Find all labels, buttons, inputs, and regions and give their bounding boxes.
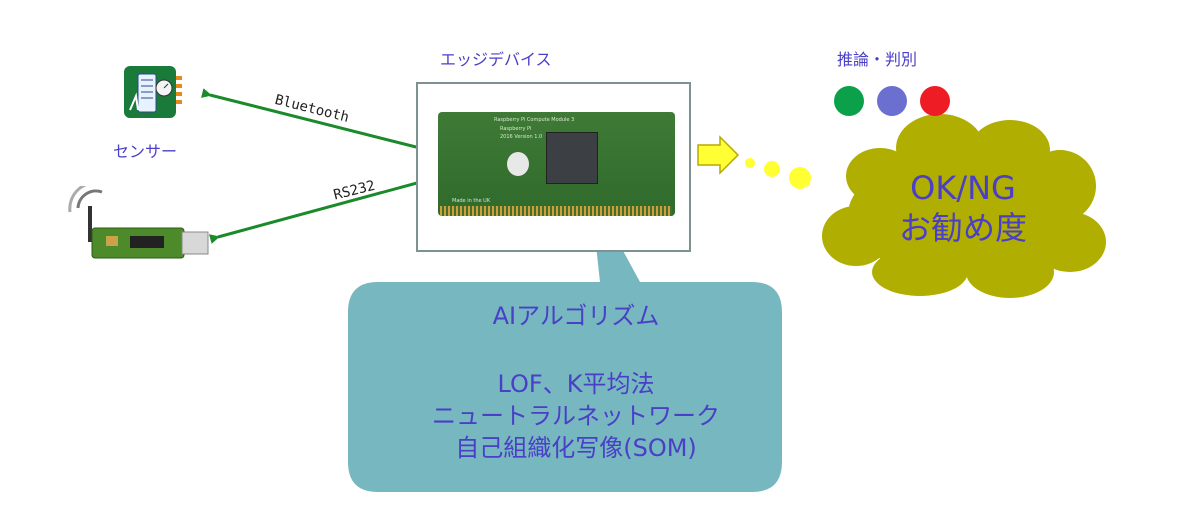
ai-line-3: 自己組織化写像(SOM) — [455, 434, 697, 462]
board-text-4: Made in the UK — [452, 198, 491, 204]
inference-label: 推論・判別 — [837, 50, 918, 69]
inference-dot-green — [834, 86, 864, 116]
ai-algorithm-text: AIアルゴリズム LOF、K平均法 ニュートラルネットワーク 自己組織化写像(S… — [372, 300, 780, 464]
board-text-3: 2016 Version 1.0 — [500, 134, 543, 140]
sensor-icon — [124, 66, 190, 120]
result-line-2: お勧め度 — [898, 209, 1027, 247]
ai-algorithm-speech-bubble — [348, 190, 782, 492]
inference-dot-blue — [877, 86, 907, 116]
raspberry-logo-icon — [507, 152, 529, 176]
thought-dot-small — [745, 158, 755, 168]
edge-device-title: エッジデバイス — [440, 50, 552, 69]
wireless-dongle-icon — [60, 181, 210, 266]
rs232-connection-arrow — [208, 177, 430, 244]
ai-line-1: LOF、K平均法 — [497, 370, 655, 398]
result-line-1: OK/NG — [910, 169, 1016, 207]
board-edge-connector — [440, 206, 672, 216]
bluetooth-connection-arrow — [201, 88, 430, 153]
ai-title: AIアルゴリズム — [492, 302, 660, 330]
ai-line-2: ニュートラルネットワーク — [432, 402, 720, 430]
result-thought-cloud — [822, 114, 1106, 298]
thought-dot-medium — [764, 161, 780, 177]
board-text-1: Raspberry Pi Compute Module 3 — [494, 117, 575, 123]
result-text: OK/NG お勧め度 — [858, 168, 1068, 248]
inference-dot-red — [920, 86, 950, 116]
sensor-label: センサー — [113, 142, 178, 161]
thought-dot-large — [789, 167, 811, 189]
processor-chip-icon — [546, 132, 598, 184]
board-text-2: Raspberry Pi — [500, 126, 532, 132]
output-arrow-icon — [697, 135, 740, 175]
